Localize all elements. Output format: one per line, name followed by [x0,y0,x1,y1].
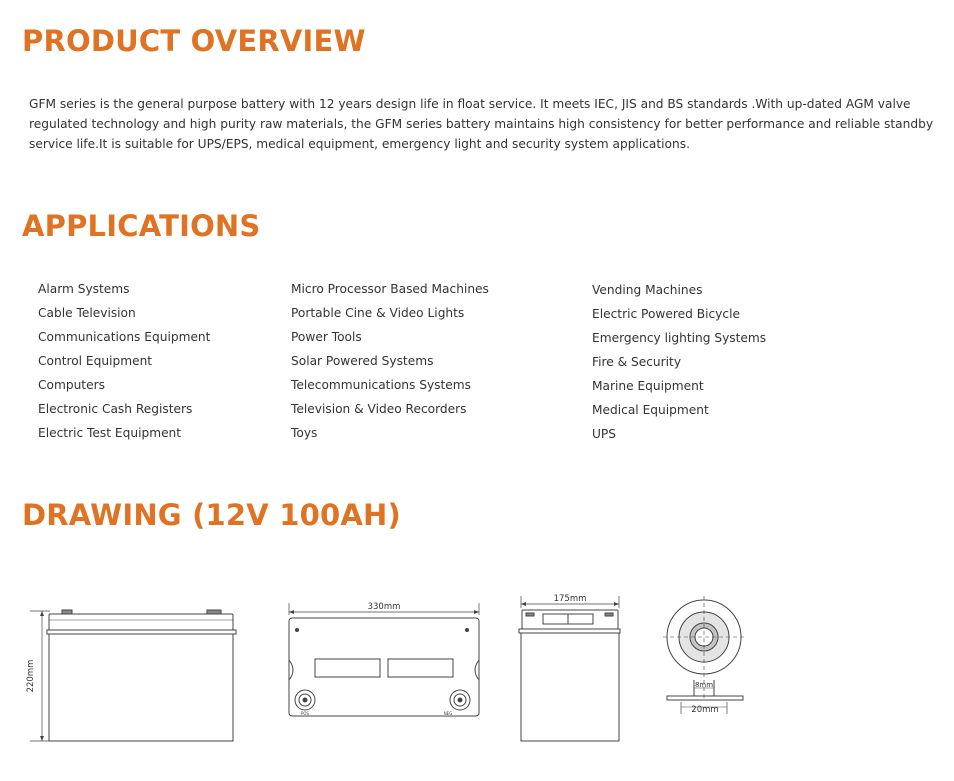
application-item: Emergency lighting Systems [592,331,767,345]
application-item: Television & Video Recorders [291,402,467,416]
application-item: UPS [592,427,617,441]
terminal-inner-dimension-label: 8mm [695,681,713,689]
application-item: Toys [291,426,318,440]
application-item: Cable Television [38,306,136,320]
battery-end-view [518,596,621,742]
length-dimension-label: 330mm [368,602,401,612]
applications-heading: APPLICATIONS [22,209,261,243]
application-item: Power Tools [291,330,362,344]
application-item: Solar Powered Systems [291,354,434,368]
positive-terminal-mark: POS [301,711,310,716]
application-item: Control Equipment [38,354,153,368]
negative-terminal-mark: NEG [444,711,453,716]
battery-top-view [288,603,480,717]
application-item: Electronic Cash Registers [38,402,193,416]
applications-column-3: Vending Machines Electric Powered Bicycl… [592,282,766,450]
application-item: Alarm Systems [38,282,130,296]
application-item: Electric Powered Bicycle [592,307,740,321]
drawing-heading: DRAWING (12V 100AH) [22,498,401,532]
application-item: Marine Equipment [592,379,704,393]
product-overview-text: GFM series is the general purpose batter… [29,97,934,151]
terminal-dimension-label: 20mm [691,705,718,715]
application-item: Vending Machines [592,283,703,297]
height-dimension-label: 220mm [26,660,36,693]
application-item: Electric Test Equipment [38,426,182,440]
application-item: Micro Processor Based Machines [291,282,489,296]
application-item: Telecommunications Systems [291,378,472,392]
application-item: Communications Equipment [38,330,211,344]
application-item: Medical Equipment [592,403,709,417]
width-dimension-label: 175mm [554,594,587,604]
product-overview-heading: PRODUCT OVERVIEW [22,24,366,58]
terminal-detail [663,596,745,714]
application-item: Fire & Security [592,355,682,369]
application-item: Portable Cine & Video Lights [291,306,465,320]
applications-column-1: Alarm Systems Cable Television Communica… [38,281,210,449]
applications-column-2: Micro Processor Based Machines Portable … [291,281,489,449]
battery-side-view [30,609,237,742]
application-item: Computers [38,378,105,392]
